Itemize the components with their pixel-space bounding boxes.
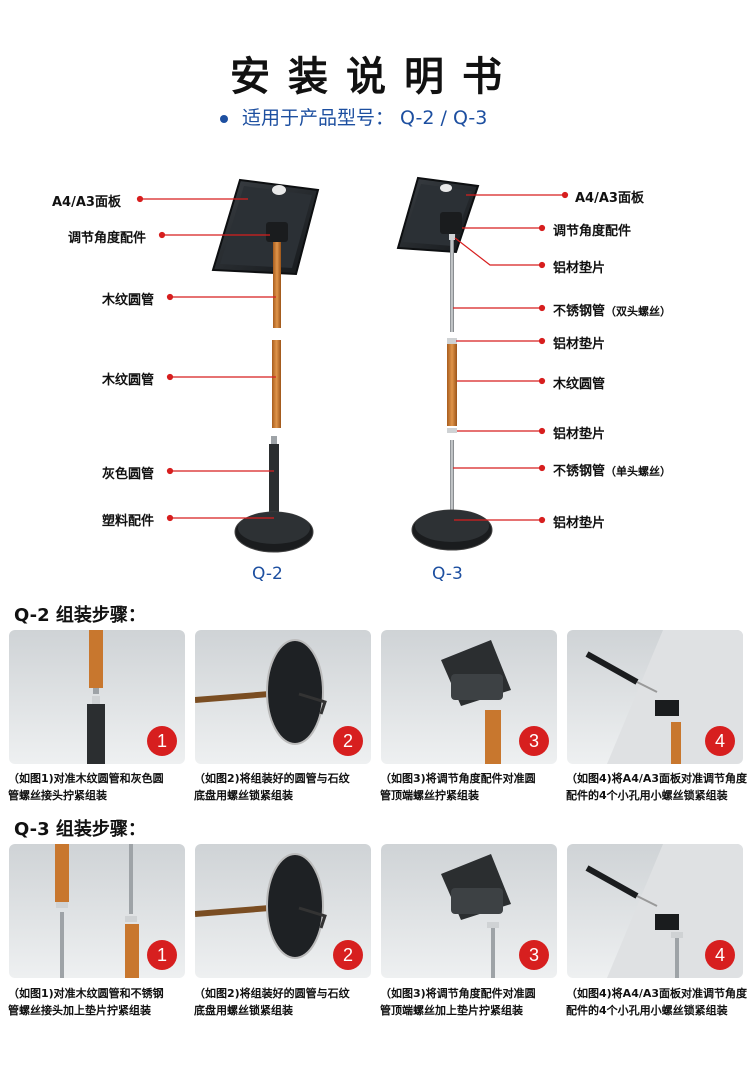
q3-label-wood-tube: 木纹圆管	[553, 377, 606, 392]
q3-steps-title: Q-3 组装步骤：	[14, 819, 146, 840]
q3-step-1-caption: （如图1)对准木纹圆管和不锈钢管螺丝接头加上垫片拧紧组装	[8, 985, 188, 1019]
q2-step-3-image: 3	[381, 630, 557, 764]
q2-stand	[211, 178, 320, 553]
q3-steel-tube-2-note: （单头螺丝）	[605, 465, 672, 478]
q2-label-panel: A4/A3面板	[52, 195, 121, 210]
product-diagram	[136, 176, 569, 553]
q3-steel-tube-2	[450, 440, 454, 512]
q2-label-plastic-fitting: 塑料配件	[102, 514, 155, 529]
q2-step-3-caption-l2: 管顶端螺丝拧紧组装	[380, 789, 479, 802]
q2-step-4-badge: 4	[705, 726, 735, 756]
q2-step-3-caption-l1: （如图3)将调节角度配件对准圆	[380, 772, 536, 785]
q2-step-1-caption: （如图1)对准木纹圆管和灰色圆管螺丝接头拧紧组装	[8, 770, 188, 804]
q3-leader-lines	[453, 191, 569, 524]
subtitle-text: 适用于产品型号： Q-2 / Q-3	[242, 107, 488, 129]
q3-steel-tube-2-main: 不锈钢管	[553, 464, 606, 479]
q2-label-angle-fitting: 调节角度配件	[68, 231, 147, 246]
page-subtitle: 适用于产品型号： Q-2 / Q-3	[220, 103, 487, 130]
q3-steel-tube-1-main: 不锈钢管	[553, 304, 606, 319]
q3-step-1-badge: 1	[147, 940, 177, 970]
q3-step-2-caption-l1: （如图2)将组装好的圆管与石纹	[194, 987, 350, 1000]
bullet-icon	[220, 114, 228, 123]
q3-angle-fitting	[440, 212, 462, 234]
q3-step-3-caption-l2: 管顶端螺丝加上垫片拧紧组装	[380, 1004, 523, 1017]
q2-panel-hole	[272, 185, 286, 195]
model-label-q2: Q-2	[252, 564, 283, 584]
q3-label-steel-tube-1: 不锈钢管（双头螺丝）	[553, 300, 671, 319]
q3-step-1-image: 1	[9, 844, 185, 978]
q3-step-2-badge: 2	[333, 940, 363, 970]
q2-wood-tube-1	[273, 242, 281, 328]
q2-step-1-caption-l1: （如图1)对准木纹圆管和灰色圆	[8, 772, 164, 785]
q2-step-3-caption: （如图3)将调节角度配件对准圆管顶端螺丝拧紧组装	[380, 770, 560, 804]
q2-step-3-badge: 3	[519, 726, 549, 756]
q3-step-4-caption-l2: 配件的4个小孔用小螺丝锁紧组装	[566, 1004, 728, 1017]
q2-step-1-caption-l2: 管螺丝接头拧紧组装	[8, 789, 107, 802]
q3-label-spacer-3: 铝材垫片	[553, 427, 606, 442]
q3-step-1-caption-l2: 管螺丝接头加上垫片拧紧组装	[8, 1004, 151, 1017]
q3-step-2-caption-l2: 底盘用螺丝锁紧组装	[194, 1004, 293, 1017]
q2-leader-lines	[136, 195, 276, 522]
q3-label-panel: A4/A3面板	[575, 191, 644, 206]
q2-step-4-caption-l1: （如图4)将A4/A3面板对准调节角度	[566, 772, 748, 785]
q3-step-2-caption: （如图2)将组装好的圆管与石纹底盘用螺丝锁紧组装	[194, 985, 374, 1019]
q3-step-3-caption: （如图3)将调节角度配件对准圆管顶端螺丝加上垫片拧紧组装	[380, 985, 560, 1019]
q2-step-1-badge: 1	[147, 726, 177, 756]
q3-step-4-badge: 4	[705, 940, 735, 970]
q2-label-wood-tube-2: 木纹圆管	[102, 373, 155, 388]
q2-label-grey-tube: 灰色圆管	[102, 467, 155, 482]
q2-step-2-caption-l1: （如图2)将组装好的圆管与石纹	[194, 772, 350, 785]
q2-wood-tube-2	[272, 340, 281, 428]
q3-stand	[396, 176, 493, 551]
q3-step-3-badge: 3	[519, 940, 549, 970]
q3-step-3-image: 3	[381, 844, 557, 978]
q2-step-4-image: 4	[567, 630, 743, 764]
q2-step-1-image: 1	[9, 630, 185, 764]
q3-steel-tube-1-note: （双头螺丝）	[605, 305, 672, 318]
q3-steel-tube-1	[450, 240, 454, 332]
q3-label-spacer-2: 铝材垫片	[553, 337, 606, 352]
model-label-q3: Q-3	[432, 564, 463, 584]
q3-label-spacer-1: 铝材垫片	[553, 261, 606, 276]
q3-step-1-caption-l1: （如图1)对准木纹圆管和不锈钢	[8, 987, 164, 1000]
q3-wood-tube	[447, 344, 457, 426]
q3-step-4-caption: （如图4)将A4/A3面板对准调节角度配件的4个小孔用小螺丝锁紧组装	[566, 985, 748, 1019]
q2-grey-tube	[269, 444, 279, 514]
q3-step-3-caption-l1: （如图3)将调节角度配件对准圆	[380, 987, 536, 1000]
q2-step-4-caption-l2: 配件的4个小孔用小螺丝锁紧组装	[566, 789, 728, 802]
q3-label-spacer-4: 铝材垫片	[553, 516, 606, 531]
q2-step-2-badge: 2	[333, 726, 363, 756]
q3-label-angle-fitting: 调节角度配件	[553, 224, 632, 239]
q2-step-2-caption-l2: 底盘用螺丝锁紧组装	[194, 789, 293, 802]
q2-step-2-image: 2	[195, 630, 371, 764]
q2-step-4-caption: （如图4)将A4/A3面板对准调节角度配件的4个小孔用小螺丝锁紧组装	[566, 770, 748, 804]
q3-step-4-image: 4	[567, 844, 743, 978]
q3-label-steel-tube-2: 不锈钢管（单头螺丝）	[553, 460, 671, 479]
q2-label-wood-tube-1: 木纹圆管	[102, 293, 155, 308]
q3-step-4-caption-l1: （如图4)将A4/A3面板对准调节角度	[566, 987, 748, 1000]
q2-steps-title: Q-2 组装步骤：	[14, 605, 146, 626]
page-title: 安装说明书	[230, 54, 520, 100]
q2-step-2-caption: （如图2)将组装好的圆管与石纹底盘用螺丝锁紧组装	[194, 770, 374, 804]
q2-angle-fitting	[266, 222, 288, 242]
q3-step-2-image: 2	[195, 844, 371, 978]
